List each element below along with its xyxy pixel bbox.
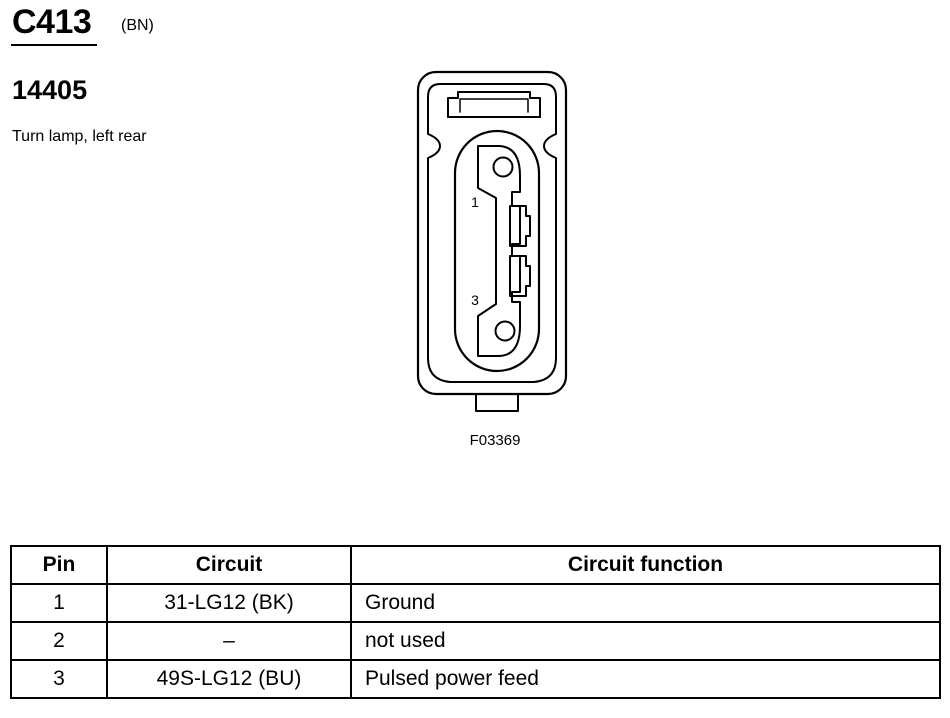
figure-code: F03369 <box>469 432 521 449</box>
connector-description: Turn lamp, left rear <box>12 128 147 145</box>
header-circuit: Circuit <box>106 545 352 585</box>
connector-latch <box>447 91 541 118</box>
pin-table-header: Pin Circuit Circuit function <box>10 545 941 585</box>
connector-id: C413 <box>12 3 92 41</box>
pin-label-1: 1 <box>471 194 479 210</box>
circuit-code: 49S-LG12 (BU) <box>106 659 352 699</box>
circuit-function: Ground <box>350 583 941 623</box>
part-number: 14405 <box>12 75 88 105</box>
header-pin: Pin <box>10 545 108 585</box>
connector-color: (BN) <box>121 17 154 34</box>
table-row: 1 31-LG12 (BK) Ground <box>10 583 941 623</box>
circuit-code: – <box>106 621 352 661</box>
pin-number: 2 <box>10 621 108 661</box>
circuit-code: 31-LG12 (BK) <box>106 583 352 623</box>
pin-label-3: 3 <box>471 292 479 308</box>
circuit-function: Pulsed power feed <box>350 659 941 699</box>
terminal-cavity <box>453 129 541 373</box>
terminal-pin-1 <box>509 205 531 247</box>
circuit-function: not used <box>350 621 941 661</box>
terminal-pin-3 <box>509 255 531 297</box>
table-row: 3 49S-LG12 (BU) Pulsed power feed <box>10 659 941 699</box>
header-circuit-function: Circuit function <box>350 545 941 585</box>
connector-id-underline <box>11 44 97 46</box>
connector-housing-inner <box>427 83 557 383</box>
connector-diagram: 1 3 <box>416 70 568 412</box>
contact-carrier <box>477 145 521 357</box>
locating-hole-top <box>492 156 514 178</box>
pin-number: 3 <box>10 659 108 699</box>
connector-housing-outer <box>416 70 568 396</box>
connector-bottom-tab <box>475 393 519 412</box>
pin-table: Pin Circuit Circuit function 1 31-LG12 (… <box>10 545 941 699</box>
locating-hole-bottom <box>494 320 516 342</box>
table-row: 2 – not used <box>10 621 941 661</box>
pin-number: 1 <box>10 583 108 623</box>
